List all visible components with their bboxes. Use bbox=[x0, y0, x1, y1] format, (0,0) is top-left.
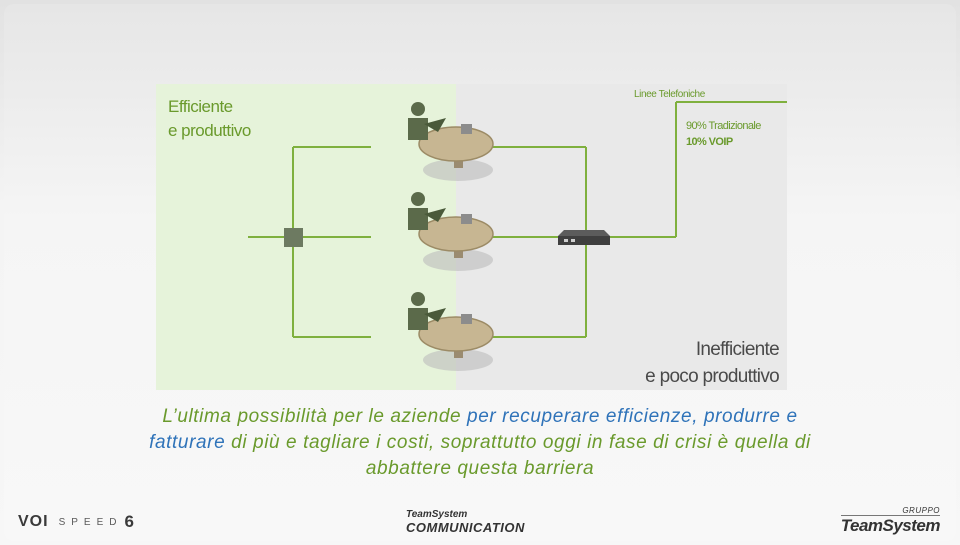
teamsystem-group-logo-text: TeamSystem bbox=[840, 516, 941, 535]
caption-part-3: fatturare bbox=[149, 432, 232, 453]
voip-share-label: 10% VOIP bbox=[686, 136, 733, 148]
six-logo-text: 6 bbox=[124, 512, 134, 531]
caption-part-4: di più e tagliare i costi, soprattutto o… bbox=[231, 432, 811, 453]
caption-part-1: L’ultima possibilità per le aziende bbox=[162, 406, 468, 427]
traditional-share-label: 90% Tradizionale bbox=[686, 120, 761, 132]
lan-switch-icon bbox=[284, 228, 303, 247]
workstation-icon-3 bbox=[408, 292, 494, 371]
inefficient-label-line1: Inefficiente bbox=[695, 339, 780, 360]
gruppo-teamsystem-logo: GRUPPO TeamSystem bbox=[840, 506, 941, 536]
voi-logo-text: VOI bbox=[18, 513, 49, 530]
efficient-label-line2: e produttivo bbox=[168, 121, 251, 140]
voi-speed6-logo: VOI SPEED 6 bbox=[18, 512, 134, 532]
efficient-label-line1: Efficiente bbox=[168, 97, 233, 116]
inefficient-label: Inefficiente e poco produttivo bbox=[645, 336, 780, 390]
network-diagram: Efficiente e produttivo Linee Telefonich… bbox=[156, 84, 787, 390]
caption-part-5: abbattere questa barriera bbox=[365, 458, 595, 479]
diagram-graphics bbox=[156, 84, 787, 390]
workstation-icon-2 bbox=[408, 192, 494, 271]
caption-part-2: per recuperare efficienze, produrre e bbox=[467, 406, 798, 427]
communication-logo-text: COMMUNICATION bbox=[406, 520, 525, 535]
workstation-icon-1 bbox=[408, 102, 494, 181]
gruppo-logo-text: GRUPPO bbox=[840, 506, 940, 516]
teamsystem-communication-logo: TeamSystem COMMUNICATION bbox=[406, 509, 525, 535]
phone-lines-label: Linee Telefoniche bbox=[634, 89, 705, 100]
teamsystem-logo-text: TeamSystem bbox=[406, 509, 468, 520]
pbx-device-icon bbox=[558, 230, 610, 245]
inefficient-label-line2: e poco produttivo bbox=[645, 366, 780, 387]
speed-logo-text: SPEED bbox=[58, 516, 123, 528]
efficient-label: Efficiente e produttivo bbox=[168, 95, 251, 143]
slide-caption: L’ultima possibilità per le aziende per … bbox=[40, 404, 920, 482]
